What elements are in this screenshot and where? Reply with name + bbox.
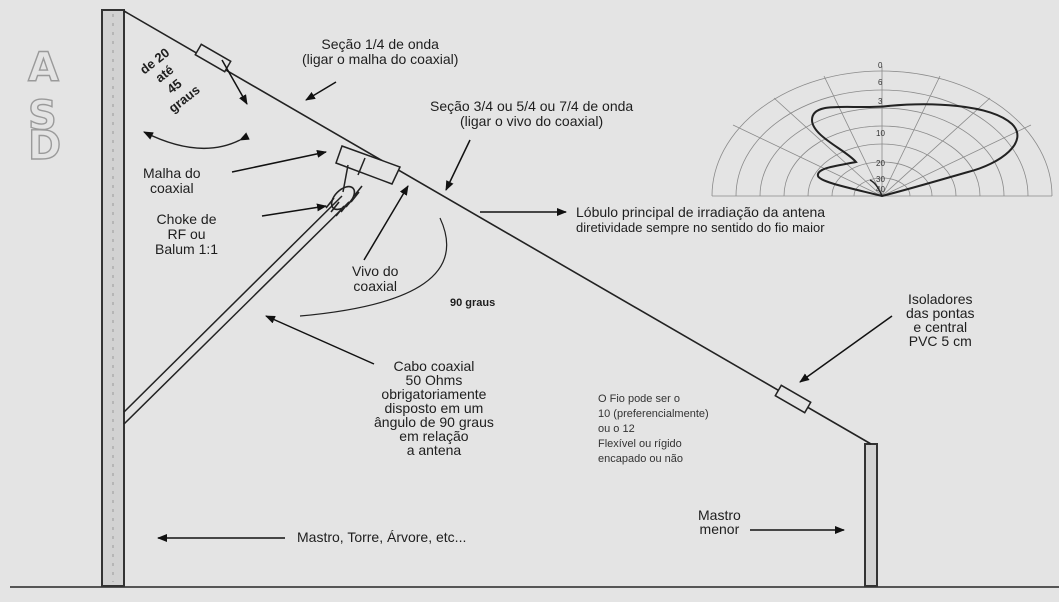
- insulator-end: [774, 384, 812, 414]
- label-vivo: Vivo do coaxial: [352, 263, 399, 294]
- pointer-arrows: [157, 59, 893, 542]
- label-malha: Malha do coaxial: [143, 165, 201, 196]
- polar-label-3: 10: [876, 129, 885, 138]
- logo-letter-s: S: [27, 92, 57, 139]
- insulator-top: [194, 43, 232, 73]
- polar-label-6: 40: [876, 185, 885, 194]
- label-mastro: Mastro, Torre, Árvore, etc...: [297, 529, 467, 545]
- insulator-center: [335, 145, 402, 193]
- logo-letter-a: A: [27, 44, 59, 91]
- polar-label-0: 0: [878, 61, 883, 70]
- label-noventa-graus: 90 graus: [450, 297, 496, 309]
- polar-label-5: 30: [876, 175, 885, 184]
- polar-label-4: 20: [876, 159, 885, 168]
- coax-cable: [123, 195, 350, 425]
- ninety-degree-arc: [299, 217, 448, 317]
- choke-coil: [325, 185, 363, 217]
- label-choke: Choke de RF ou Balum 1:1: [155, 211, 219, 257]
- antenna-wire: [123, 10, 872, 445]
- label-fio: O Fio pode ser o 10 (preferencialmente) …: [598, 393, 709, 465]
- polar-label-1: 6: [878, 78, 883, 87]
- label-secao-tres-quartos: Seção 3/4 ou 5/4 ou 7/4 de onda (ligar o…: [430, 98, 634, 129]
- small-mast: [864, 443, 878, 587]
- label-mastro-menor: Mastro menor: [698, 507, 741, 537]
- label-secao-quarto: Seção 1/4 de onda (ligar o malha do coax…: [302, 36, 459, 67]
- label-lobulo: Lóbulo principal de irradiação da antena…: [576, 204, 826, 236]
- label-isoladores: Isoladores das pontas e central PVC 5 cm: [906, 291, 975, 349]
- angle-arc: [143, 131, 250, 150]
- polar-label-2: 3: [878, 97, 883, 106]
- logo-letter-d: D: [27, 122, 62, 169]
- label-cabo-coaxial: Cabo coaxial 50 Ohms obrigatoriamente di…: [374, 358, 494, 458]
- radiation-polar-plot: [711, 66, 1053, 198]
- main-mast: [101, 9, 125, 587]
